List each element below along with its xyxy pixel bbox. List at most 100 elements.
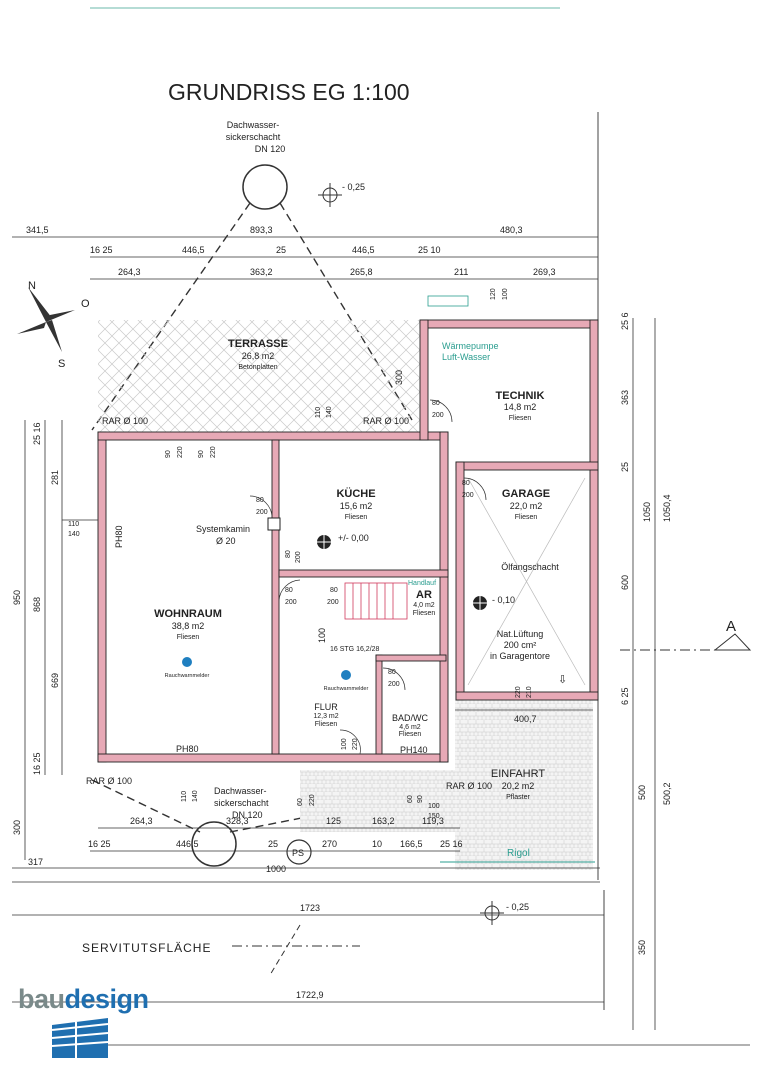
dim-top-1: 341,5 bbox=[26, 225, 49, 235]
svg-text:200: 200 bbox=[295, 551, 302, 563]
label-rar-3: RAR Ø 100 bbox=[86, 776, 132, 786]
dim-right-4: 1050 bbox=[642, 502, 652, 522]
level-marker-garage: - 0,10 bbox=[468, 591, 515, 615]
dim-bottom-13: 317 bbox=[28, 857, 43, 867]
label-systemkamin: Systemkamin bbox=[196, 524, 250, 534]
svg-text:140: 140 bbox=[68, 531, 80, 538]
logo-part2: design bbox=[64, 984, 150, 1014]
svg-text:- 0,25: - 0,25 bbox=[342, 182, 365, 192]
smoke-detector-icon: Rauchwarnmelder bbox=[165, 657, 210, 679]
svg-text:200: 200 bbox=[432, 412, 444, 419]
room-technik: Wärmepumpe Luft-Wasser TECHNIK 14,8 m2 F… bbox=[442, 341, 544, 422]
svg-text:200 cm²: 200 cm² bbox=[504, 640, 537, 650]
dim-left-7: 300 bbox=[12, 820, 22, 835]
room-flur: FLUR 12,3 m2 Fliesen bbox=[313, 702, 338, 728]
dim-right-3: 25 bbox=[620, 462, 630, 472]
label-rar-1: RAR Ø 100 bbox=[102, 416, 148, 426]
dimension-lines-top bbox=[12, 236, 598, 280]
dim-top-8: 25 10 bbox=[418, 245, 441, 255]
svg-text:Wärmepumpe: Wärmepumpe bbox=[442, 341, 499, 351]
compass-n: N bbox=[28, 280, 36, 292]
label-d300: 300 bbox=[394, 370, 404, 385]
svg-text:20,2 m2: 20,2 m2 bbox=[502, 781, 535, 791]
servitut-diagonal bbox=[269, 924, 301, 976]
svg-text:140: 140 bbox=[326, 406, 333, 418]
room-bad: BAD/WC 4,6 m2 Fliesen bbox=[392, 713, 429, 738]
dimension-lines-bottom bbox=[12, 709, 750, 1046]
dim-bottom-12: 25 16 bbox=[440, 839, 463, 849]
dim-left-2: 281 bbox=[50, 470, 60, 485]
svg-text:- 0,25: - 0,25 bbox=[506, 902, 529, 912]
label-rar-2: RAR Ø 100 bbox=[363, 416, 409, 426]
dim-bottom-1: 264,3 bbox=[130, 816, 153, 826]
svg-text:Fliesen: Fliesen bbox=[413, 610, 436, 617]
label-servitut: SERVITUTSFLÄCHE bbox=[82, 941, 211, 955]
dim-right-1: 25 6 bbox=[620, 312, 630, 330]
dim-right-2: 363 bbox=[620, 390, 630, 405]
label-rigol: Rigol bbox=[507, 848, 530, 859]
logo: baudesign bbox=[18, 984, 149, 1015]
dim-left-5: 669 bbox=[50, 673, 60, 688]
dim-top-11: 265,8 bbox=[350, 267, 373, 277]
dim-top-3: 480,3 bbox=[500, 225, 523, 235]
svg-text:+/- 0,00: +/- 0,00 bbox=[338, 533, 369, 543]
pumpschacht-circle bbox=[286, 839, 312, 865]
sumpf-top-l3: DN 120 bbox=[255, 144, 286, 154]
logo-building-icon bbox=[51, 1018, 109, 1058]
dim-bottom-11: 166,5 bbox=[400, 839, 423, 849]
dim-bottom-16: 1722,9 bbox=[296, 990, 324, 1000]
svg-text:80: 80 bbox=[285, 587, 293, 594]
dim-right-6: 600 bbox=[620, 575, 630, 590]
dim-right-8: 500 bbox=[637, 785, 647, 800]
dim-bottom-9: 270 bbox=[322, 839, 337, 849]
svg-text:Nat.Lüftung: Nat.Lüftung bbox=[497, 629, 544, 639]
label-kamin-dn: Ø 20 bbox=[216, 536, 236, 546]
svg-text:- 0,10: - 0,10 bbox=[492, 595, 515, 605]
walls bbox=[97, 319, 599, 763]
dim-right-9: 500,2 bbox=[662, 782, 672, 805]
svg-text:80: 80 bbox=[432, 400, 440, 407]
sumpf-bottom-l2: sickerschacht bbox=[214, 798, 269, 808]
dim-top-13: 269,3 bbox=[533, 267, 556, 277]
dim-bottom-5: 119,3 bbox=[422, 816, 444, 826]
svg-text:Fliesen: Fliesen bbox=[177, 634, 200, 641]
dim-left-4: 868 bbox=[32, 597, 42, 612]
section-marker-a: A bbox=[620, 618, 752, 651]
svg-text:110: 110 bbox=[315, 407, 322, 418]
label-ph80-left: PH80 bbox=[114, 525, 124, 548]
svg-text:Rauchwarnmelder: Rauchwarnmelder bbox=[165, 673, 210, 679]
svg-text:BAD/WC: BAD/WC bbox=[392, 713, 429, 723]
dim-top-6: 25 bbox=[276, 245, 286, 255]
heatpump-unit bbox=[427, 295, 469, 307]
svg-text:90: 90 bbox=[165, 450, 172, 458]
svg-text:200: 200 bbox=[256, 509, 268, 516]
svg-text:220: 220 bbox=[309, 794, 316, 806]
sumpf-bottom-l1: Dachwasser- bbox=[214, 786, 267, 796]
label-ph140: PH140 bbox=[400, 745, 428, 755]
svg-text:FLUR: FLUR bbox=[314, 702, 338, 712]
label-rar-4: RAR Ø 100 bbox=[446, 781, 492, 791]
svg-text:100: 100 bbox=[341, 738, 348, 750]
svg-text:Rauchwarnmelder: Rauchwarnmelder bbox=[324, 686, 369, 692]
svg-text:Luft-Wasser: Luft-Wasser bbox=[442, 352, 490, 362]
svg-text:TECHNIK: TECHNIK bbox=[496, 390, 545, 402]
sumpf-top-l1: Dachwasser- bbox=[227, 120, 280, 130]
page-title: GRUNDRISS EG 1:100 bbox=[168, 79, 410, 105]
dim-bottom-4: 163,2 bbox=[372, 816, 395, 826]
svg-text:4,0 m2: 4,0 m2 bbox=[413, 602, 435, 609]
room-wohnraum: WOHNRAUM 38,8 m2 Fliesen bbox=[154, 608, 222, 641]
label-ph80-bottom: PH80 bbox=[176, 744, 199, 754]
dim-bottom-2: 328,3 bbox=[226, 816, 249, 826]
sumpf-top-circle bbox=[242, 164, 288, 210]
svg-text:220: 220 bbox=[177, 446, 184, 458]
svg-text:Betonplatten: Betonplatten bbox=[238, 364, 277, 371]
svg-text:200: 200 bbox=[285, 599, 297, 606]
svg-text:EINFAHRT: EINFAHRT bbox=[491, 768, 545, 780]
svg-text:140: 140 bbox=[192, 790, 199, 802]
room-kueche: KÜCHE 15,6 m2 Fliesen bbox=[336, 487, 375, 521]
svg-text:220: 220 bbox=[210, 446, 217, 458]
svg-text:90: 90 bbox=[198, 450, 205, 458]
logo-part1: bau bbox=[18, 984, 65, 1014]
svg-text:200: 200 bbox=[388, 681, 400, 688]
